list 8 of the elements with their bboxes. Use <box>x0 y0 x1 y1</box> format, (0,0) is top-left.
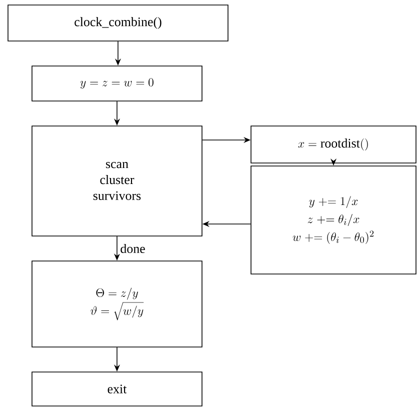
process-box: $y = z = w = 0$ <box>32 66 202 102</box>
process-box: $\Theta = z/y$ $\vartheta = \sqrt{w/y}$ <box>32 260 202 348</box>
process-box: scan cluster survivors <box>32 126 202 236</box>
process-box: clock_combine() <box>8 4 228 42</box>
process-box: exit <box>32 372 202 406</box>
process-box: $y \mathrel{+}= 1/x$ $z \mathrel{+}= \theta_i/x$ $w \mathrel{+}= (\theta_i - \theta_0)^2$ <box>250 166 416 274</box>
process-box: $x = \mathrm{rootdist}()$ <box>250 126 416 164</box>
edge-label: done <box>119 242 146 254</box>
